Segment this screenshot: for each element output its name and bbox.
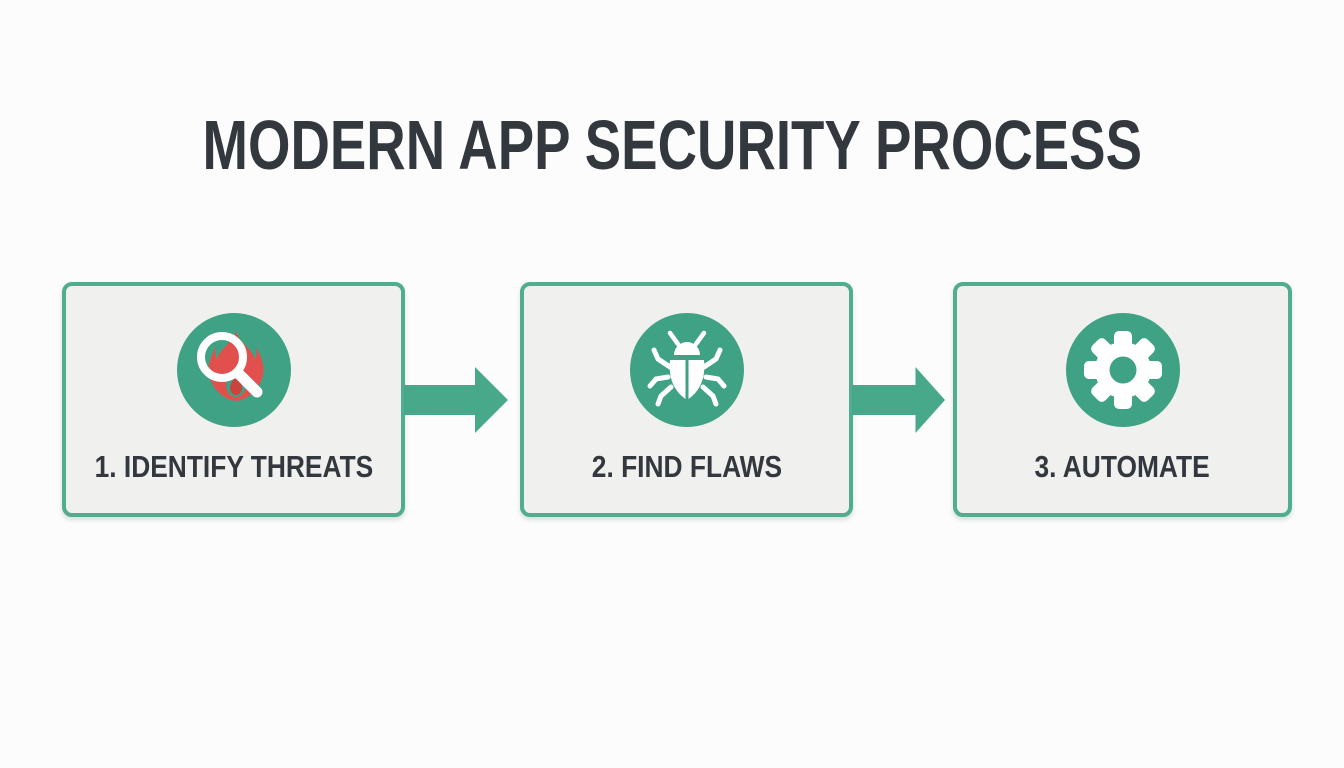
page-title: MODERN APP SECURITY PROCESS <box>0 110 1344 180</box>
step-icon-circle <box>629 313 744 427</box>
step-label: 3. AUTOMATE <box>1034 449 1211 484</box>
step-icon-circle <box>1065 313 1180 427</box>
gear-icon <box>1083 331 1162 409</box>
arrow-right-icon <box>404 367 508 433</box>
page-title-text: MODERN APP SECURITY PROCESS <box>202 106 1142 184</box>
magnifier-flame-icon <box>196 331 264 401</box>
step-card-find-flaws: 2. FIND FLAWS <box>520 282 853 517</box>
step-card-identify-threats: 1. IDENTIFY THREATS <box>62 282 405 517</box>
arrow-right-icon <box>852 367 945 433</box>
step-label: 1. IDENTIFY THREATS <box>94 449 373 484</box>
step-icon-circle <box>176 313 291 427</box>
step-card-automate: 3. AUTOMATE <box>953 282 1292 517</box>
bug-icon <box>647 330 726 407</box>
step-label: 2. FIND FLAWS <box>591 449 782 484</box>
